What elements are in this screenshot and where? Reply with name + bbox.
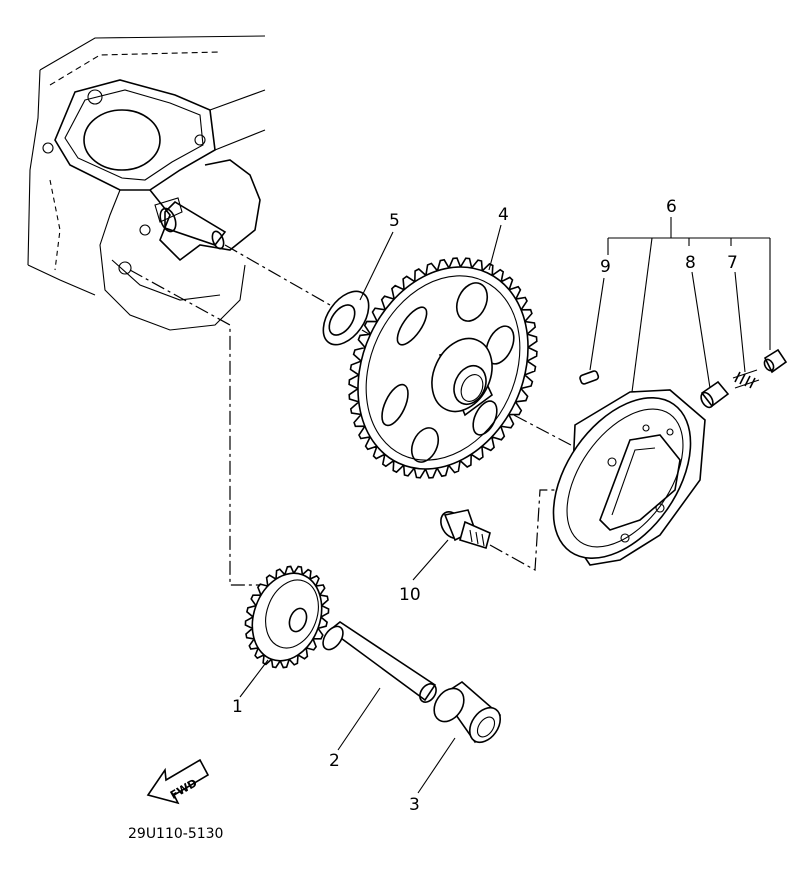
part-1-small-gear (244, 565, 330, 669)
callout-2: 2 (329, 751, 340, 771)
part-2-shaft (322, 621, 437, 703)
part-3-bushing (433, 681, 502, 744)
callout-6: 6 (666, 197, 677, 217)
part-4-large-gear (348, 257, 538, 479)
part-9-roller (579, 370, 600, 385)
callout-5: 5 (389, 211, 400, 231)
engine-crankcase (27, 35, 266, 331)
part-5-washer (322, 290, 370, 346)
callout-10: 10 (399, 585, 421, 605)
callout-1: 1 (232, 697, 243, 717)
part-10-bolt (440, 489, 555, 571)
callout-3: 3 (409, 795, 420, 815)
leader-lines (239, 217, 771, 794)
spring-cap (763, 348, 788, 374)
callout-8: 8 (685, 253, 696, 273)
part-8-plunger (700, 380, 730, 409)
fwd-arrow-icon: FWD (146, 758, 210, 805)
callout-labels: 5 4 6 9 8 7 10 1 2 3 (232, 197, 738, 815)
callout-9: 9 (600, 257, 611, 277)
callout-7: 7 (727, 253, 738, 273)
drawing-code: 29U110-5130 (128, 826, 223, 842)
part-7-spring (732, 369, 760, 389)
callout-4: 4 (498, 205, 509, 225)
part-6-starter-clutch (552, 389, 706, 566)
